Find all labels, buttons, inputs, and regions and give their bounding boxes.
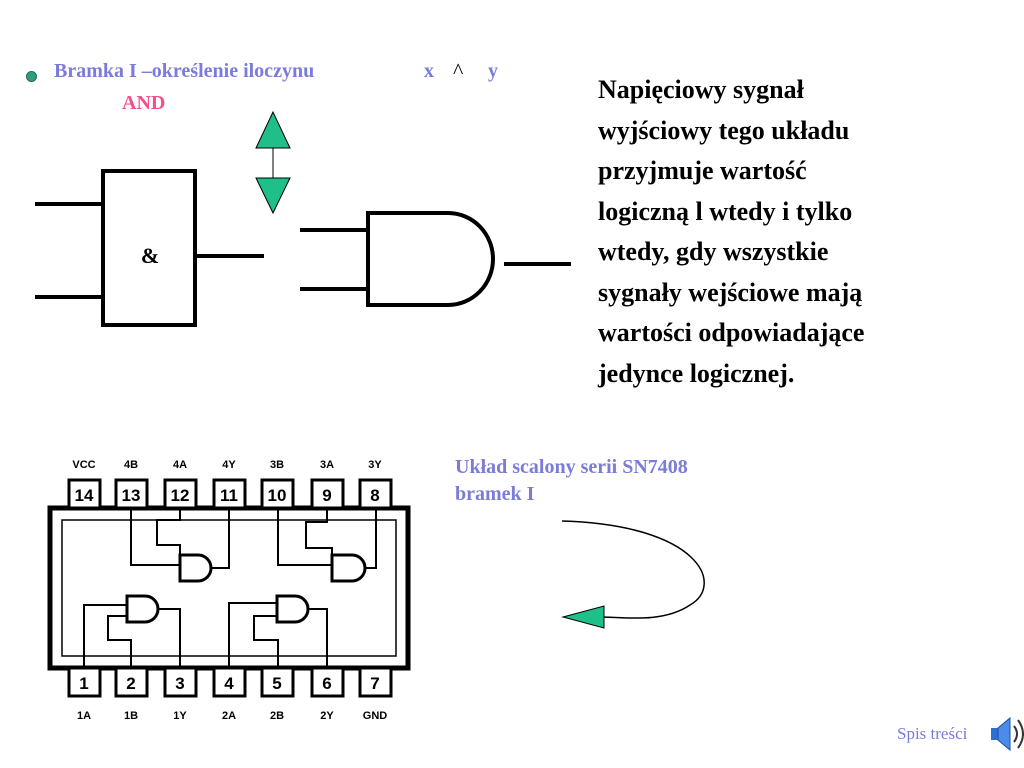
top-pins bbox=[67, 478, 393, 510]
variable-x: x bbox=[424, 60, 434, 82]
pin-number: 8 bbox=[370, 486, 379, 505]
description-line: przyjmuje wartość bbox=[598, 156, 807, 185]
variable-y: y bbox=[488, 60, 498, 82]
pin-number: 14 bbox=[75, 486, 94, 505]
description-line: sygnały wejściowe mają bbox=[598, 277, 863, 307]
pin-label: 1Y bbox=[173, 710, 187, 722]
pin-label: GND bbox=[363, 710, 388, 722]
pin-label: 1B bbox=[124, 710, 138, 722]
pin-number: 3 bbox=[175, 674, 184, 693]
pin-label: 3B bbox=[270, 459, 284, 471]
pin-label: 4Y bbox=[222, 459, 236, 471]
iec-and-gate bbox=[35, 169, 264, 327]
toc-link[interactable]: Spis treści bbox=[897, 724, 968, 743]
pin-number: 13 bbox=[122, 486, 141, 505]
bullet-icon bbox=[26, 71, 37, 82]
pin-number: 5 bbox=[272, 674, 281, 693]
and-operator: ^ bbox=[453, 58, 464, 83]
description-line: jedynce logicznej. bbox=[598, 358, 795, 388]
speaker-icon[interactable] bbox=[991, 716, 1024, 752]
pin-label: 3Y bbox=[368, 459, 382, 471]
description-line: Napięciowy sygnał bbox=[598, 75, 804, 104]
gate-ampersand: & bbox=[141, 243, 159, 268]
chip-caption: Układ scalony serii SN7408 bramek I bbox=[455, 454, 688, 508]
bottom-pins bbox=[67, 666, 393, 698]
curved-arrow-icon bbox=[561, 520, 705, 629]
pin-label: 3A bbox=[320, 459, 334, 471]
pin-label: 2A bbox=[222, 710, 236, 722]
pin-label: VCC bbox=[72, 459, 95, 471]
description-line: wyjściowy tego układu bbox=[598, 115, 850, 145]
pin-number: 6 bbox=[322, 674, 331, 693]
pin-number: 11 bbox=[220, 486, 238, 505]
gate-name: AND bbox=[122, 92, 166, 114]
pin-number: 7 bbox=[370, 674, 379, 693]
description-line: wartości odpowiadające bbox=[598, 318, 865, 347]
caption-line-1: Układ scalony serii SN7408 bbox=[455, 456, 688, 478]
pin-number: 2 bbox=[126, 674, 135, 693]
pin-number: 1 bbox=[79, 674, 88, 693]
description: Napięciowy sygnał wyjściowy tego układu … bbox=[598, 70, 998, 394]
pin-number: 10 bbox=[268, 486, 287, 505]
equivalence-arrow-icon bbox=[255, 110, 291, 215]
pin-number: 12 bbox=[171, 486, 190, 505]
pin-label: 4A bbox=[173, 459, 187, 471]
sn7408-chip: 14 13 12 11 10 9 8 1 2 3 4 5 6 7 VCC 4B … bbox=[47, 459, 411, 722]
description-line: logiczną l wtedy i tylko bbox=[598, 196, 853, 226]
pin-label: 2B bbox=[270, 710, 284, 722]
pin-number: 9 bbox=[322, 486, 331, 505]
pin-label: 2Y bbox=[320, 710, 334, 722]
pin-label: 4B bbox=[124, 459, 138, 471]
pin-label: 1A bbox=[77, 710, 91, 722]
caption-line-2: bramek I bbox=[455, 483, 535, 505]
description-line: wtedy, gdy wszystkie bbox=[598, 237, 829, 266]
slide-title: Bramka I –określenie iloczynu bbox=[54, 60, 315, 82]
ansi-and-gate bbox=[300, 211, 571, 307]
pin-number: 4 bbox=[224, 674, 234, 693]
